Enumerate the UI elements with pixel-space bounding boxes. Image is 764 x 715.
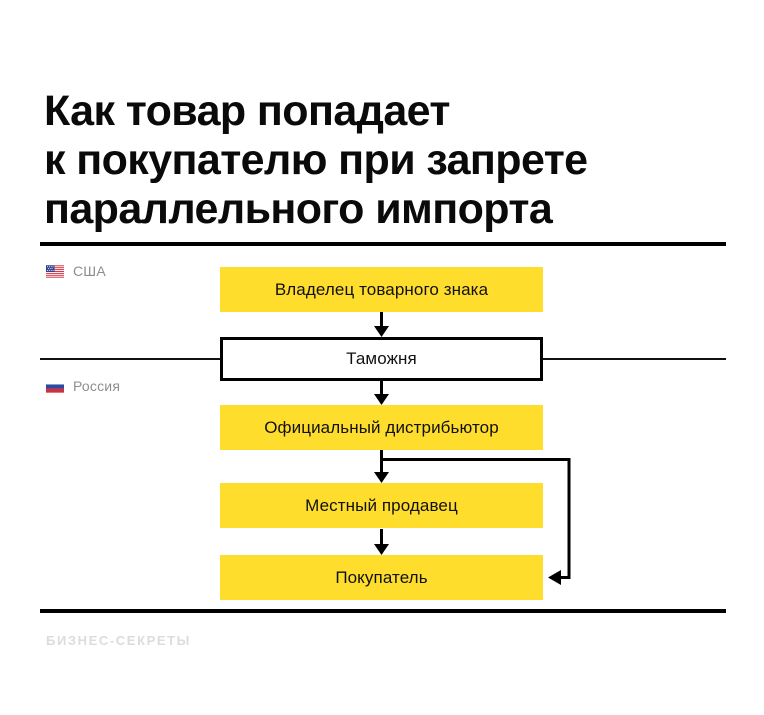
connector-owner-to-customs: [374, 312, 389, 337]
divider-bottom: [40, 609, 726, 613]
connector-customs-to-distributor: [374, 381, 389, 405]
flow-node-owner[interactable]: Владелец товарного знака: [220, 267, 543, 312]
flow-node-distributor[interactable]: Официальный дистрибьютор: [220, 405, 543, 450]
footer-brand: БИЗНЕС-СЕКРЕТЫ: [46, 633, 192, 648]
flow-node-seller[interactable]: Местный продавец: [220, 483, 543, 528]
legend-country-russia: Россия: [46, 378, 120, 394]
flag-usa-icon: [46, 264, 64, 278]
flag-russia-icon: [46, 379, 64, 393]
legend-country-usa: США: [46, 263, 106, 279]
divider-border-left: [40, 358, 220, 360]
connector-seller-to-buyer: [374, 529, 389, 555]
legend-label-usa: США: [73, 263, 106, 279]
flow-node-customs[interactable]: Таможня: [220, 337, 543, 381]
divider-border-right: [543, 358, 726, 360]
page-title: Как товар попадает к покупателю при запр…: [44, 86, 588, 233]
flow-node-buyer[interactable]: Покупатель: [220, 555, 543, 600]
connector-distributor-to-seller: [374, 450, 389, 483]
divider-top: [40, 242, 726, 246]
legend-label-russia: Россия: [73, 378, 121, 394]
